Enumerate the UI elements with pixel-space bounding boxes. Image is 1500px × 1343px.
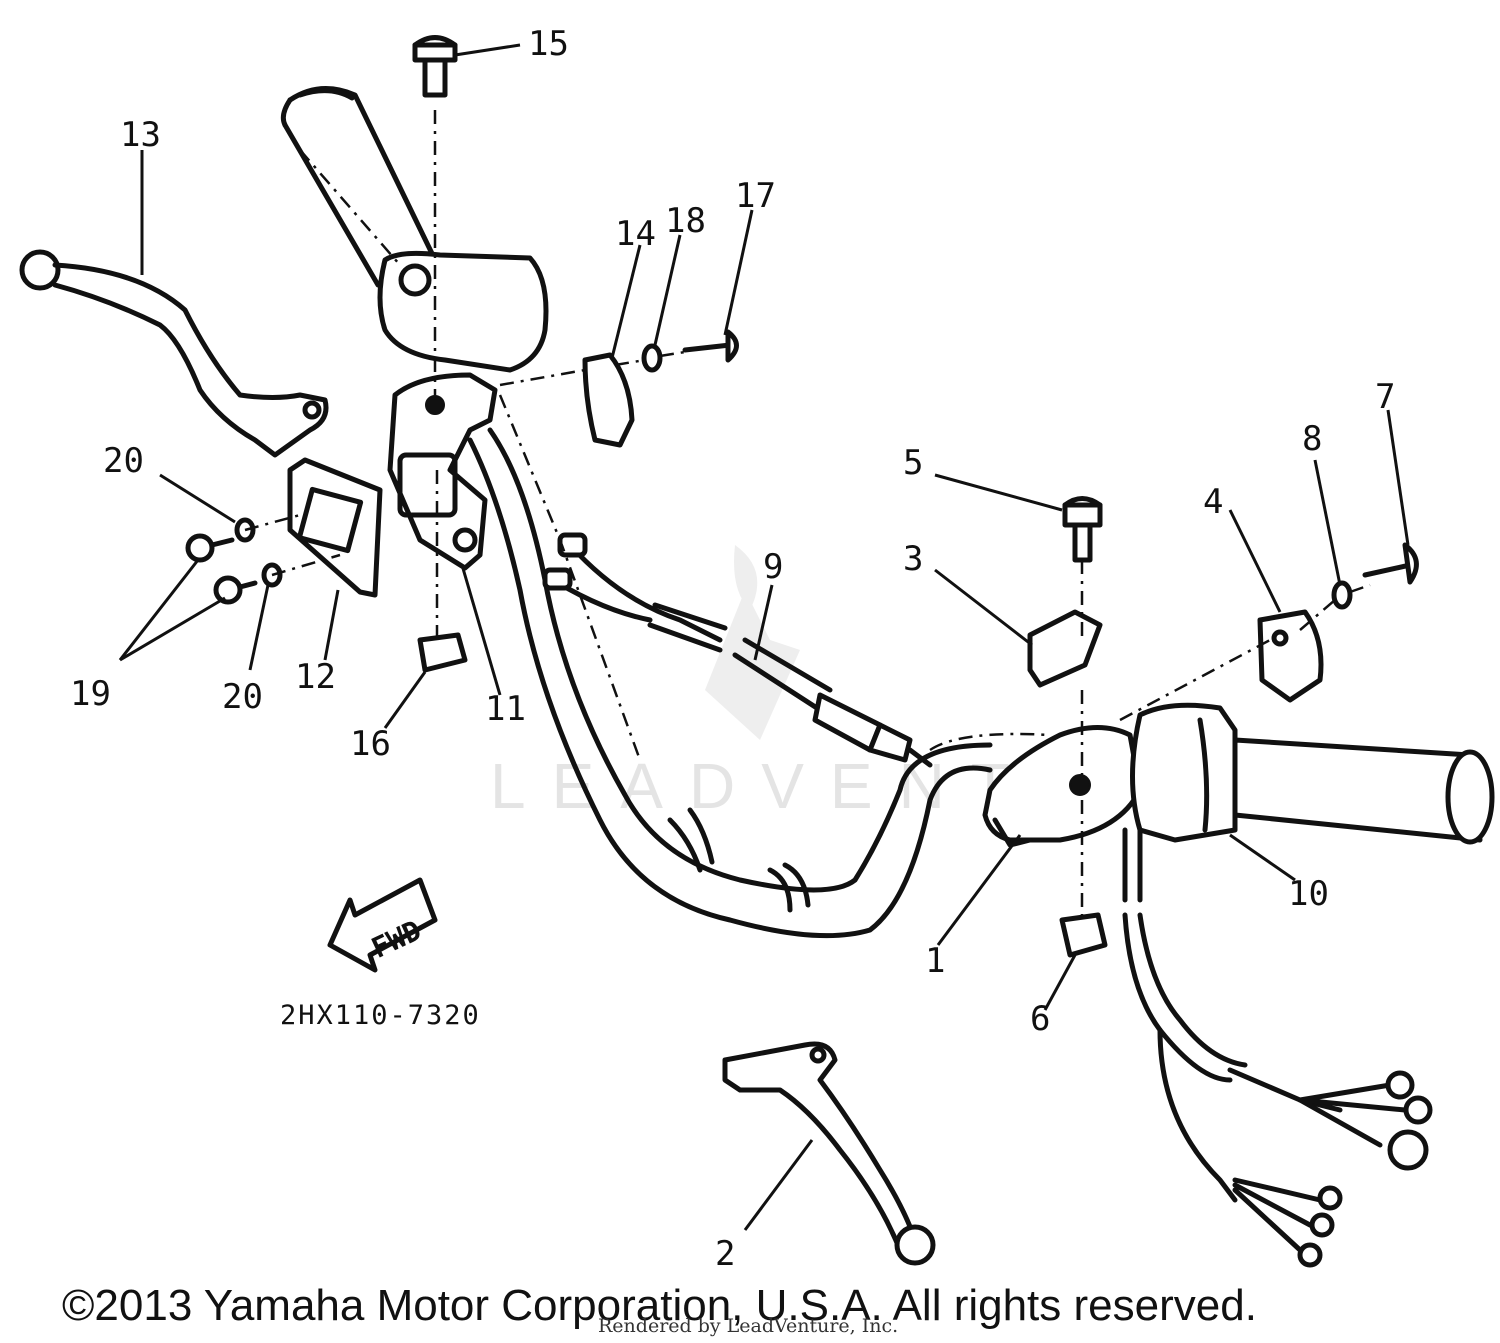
label-5: 5: [903, 443, 923, 483]
label-18: 18: [665, 201, 706, 241]
cable-9: [542, 532, 933, 768]
label-4: 4: [1203, 482, 1223, 522]
label-19: 19: [70, 674, 111, 714]
leader-lines: [118, 43, 1410, 1231]
left-switch-housing: [377, 250, 549, 373]
label-8: 8: [1302, 419, 1322, 459]
screw-19a: [185, 533, 235, 563]
nut-16: [417, 632, 468, 673]
label-6: 6: [1030, 999, 1050, 1039]
forward-arrow: FWD: [327, 877, 438, 973]
copyright-text: ©2013 Yamaha Motor Corporation, U.S.A. A…: [62, 1281, 1257, 1330]
label-1: 1: [925, 941, 945, 981]
label-14: 14: [615, 214, 656, 254]
right-switch-housing: [1130, 702, 1238, 843]
bracket-4: [1257, 609, 1324, 703]
brake-lever-holder: [982, 725, 1143, 848]
right-grip: [1232, 737, 1495, 845]
label-17: 17: [735, 176, 776, 216]
wire-harness: [1122, 827, 1433, 1268]
label-12: 12: [295, 657, 336, 697]
label-10: 10: [1288, 874, 1329, 914]
label-20-lower: 20: [222, 677, 263, 717]
bolt-5: [1062, 496, 1103, 563]
callouts: 1 2 3 4 5 6 7 8 9 10 11 12 13 14 15 16 1…: [70, 24, 1395, 1274]
label-3: 3: [903, 539, 923, 579]
assembly-lines: [244, 110, 1371, 920]
screw-17: [682, 329, 739, 363]
clamp-14: [582, 352, 635, 448]
rendered-by-text: Rendered by LeadVenture, Inc.: [598, 1315, 898, 1337]
label-2: 2: [715, 1234, 735, 1274]
master-cylinder: [1027, 609, 1103, 688]
nut-6: [1059, 912, 1108, 958]
washer-18: [641, 343, 663, 373]
label-20-upper: 20: [103, 441, 144, 481]
brake-lever: [722, 1041, 936, 1266]
bolt-15: [412, 35, 458, 98]
label-7: 7: [1375, 377, 1395, 417]
label-13: 13: [120, 115, 161, 155]
cover-plate: [287, 457, 383, 598]
washer-8: [1331, 580, 1353, 610]
lever-holder: [387, 372, 498, 571]
label-16: 16: [350, 724, 391, 764]
label-15: 15: [528, 24, 569, 64]
label-11: 11: [485, 689, 526, 729]
screw-19b: [213, 575, 258, 605]
clutch-lever: [19, 249, 329, 458]
label-9: 9: [763, 547, 783, 587]
drawing-code: 2HX110-7320: [280, 1000, 481, 1031]
screw-7: [1362, 542, 1419, 585]
